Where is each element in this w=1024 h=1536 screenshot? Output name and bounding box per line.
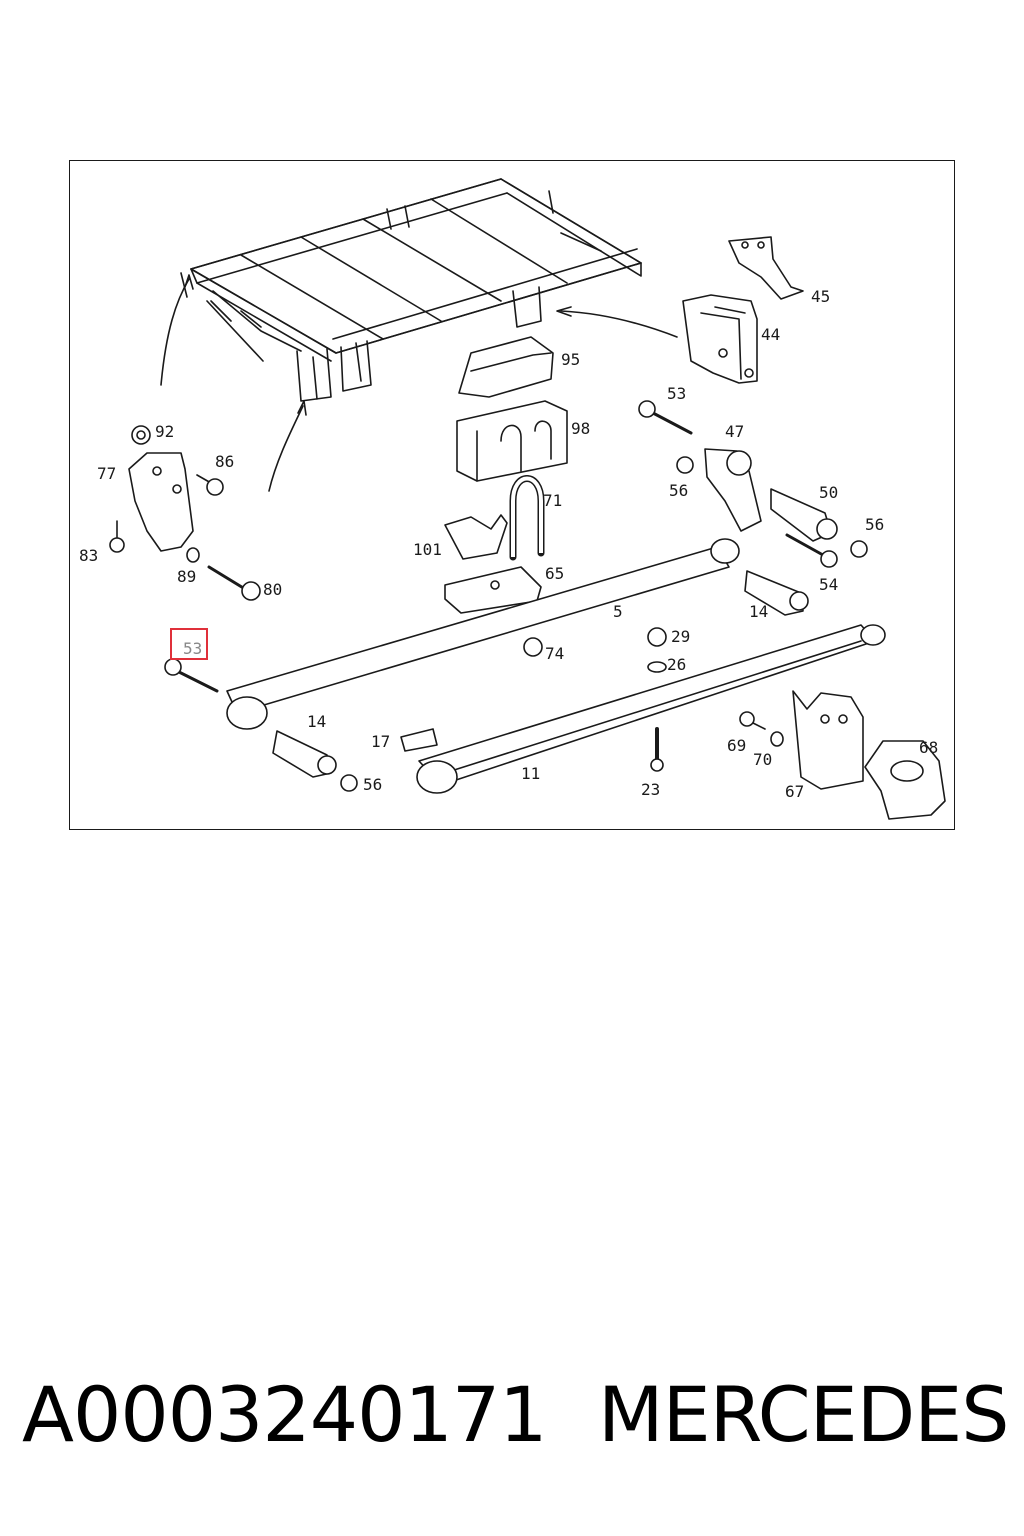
callout-53-highlighted: 53 [183,639,202,658]
part-56-nut-b [850,540,868,558]
part-56-nut-c [340,774,358,792]
part-number: A0003240171 [22,1370,548,1459]
callout-89: 89 [177,567,196,586]
highlight-box [170,628,208,660]
part-86-bolt [196,474,224,496]
part-101-pad [444,514,508,560]
callout-92: 92 [155,422,174,441]
callout-70: 70 [753,750,772,769]
part-47-shackle [704,448,762,532]
part-54-bolt [785,533,838,568]
part-98-spring-seat [456,400,568,482]
callout-54: 54 [819,575,838,594]
part-53-bolt-highlighted [164,658,219,693]
callout-17: 17 [371,732,390,751]
chassis-frame [160,178,678,492]
callout-68: 68 [919,738,938,757]
callout-86: 86 [215,452,234,471]
part-67-bumper-plate [792,690,864,790]
callout-98: 98 [571,419,590,438]
part-14-bushing-a [744,570,809,616]
caption: A0003240171 MERCEDES [0,1370,1024,1480]
callout-77: 77 [97,464,116,483]
part-44-mount [682,294,758,384]
callout-labels: 45 44 95 53 47 92 98 86 77 56 50 71 56 8… [79,287,938,801]
exploded-parts-diagram: 45 44 95 53 47 92 98 86 77 56 50 71 56 8… [79,178,946,820]
part-56-nut-a [676,456,694,474]
callout-101: 101 [413,540,442,559]
callout-44: 44 [761,325,780,344]
part-23-bolt [650,727,664,772]
part-83-bolt [109,520,125,553]
callout-53-top: 53 [667,384,686,403]
part-17-pad [400,728,438,752]
part-77-hanger [128,452,194,552]
part-95-plate [458,336,554,398]
callout-56-c: 56 [363,775,382,794]
part-68-bump-stop [864,740,946,820]
callout-29: 29 [671,627,690,646]
callout-69: 69 [727,736,746,755]
callout-95: 95 [561,350,580,369]
callout-47: 47 [725,422,744,441]
callout-65: 65 [545,564,564,583]
part-92-nut [131,425,151,445]
part-74-nut [523,637,543,657]
callout-14-b: 14 [307,712,326,731]
part-5-leaf-spring [226,538,740,730]
part-70-washer [770,731,784,747]
part-11-leaf-spring [416,624,886,794]
part-69-bolt [739,711,766,730]
callout-45: 45 [811,287,830,306]
callout-83: 83 [79,546,98,565]
callout-74: 74 [545,644,564,663]
part-29-nut [647,627,667,647]
callout-71: 71 [543,491,562,510]
part-53-top-bolt [638,400,693,435]
callout-26: 26 [667,655,686,674]
part-50-bushing [770,488,838,542]
part-14-bushing-b [272,730,337,778]
brand-name: MERCEDES [598,1370,1009,1459]
callout-14-a: 14 [749,602,768,621]
part-71-u-bolt [509,475,545,561]
callout-67: 67 [785,782,804,801]
callout-56-a: 56 [669,481,688,500]
part-26-washer [647,661,667,673]
part-80-bolt [207,565,261,601]
callout-50: 50 [819,483,838,502]
callout-80: 80 [263,580,282,599]
part-89-washer [186,547,200,563]
callout-5: 5 [613,602,623,621]
callout-23: 23 [641,780,660,799]
part-45-bracket [728,236,804,300]
callout-56-b: 56 [865,515,884,534]
callout-11: 11 [521,764,540,783]
parts-diagram-frame: 45 44 95 53 47 92 98 86 77 56 50 71 56 8… [69,160,955,830]
